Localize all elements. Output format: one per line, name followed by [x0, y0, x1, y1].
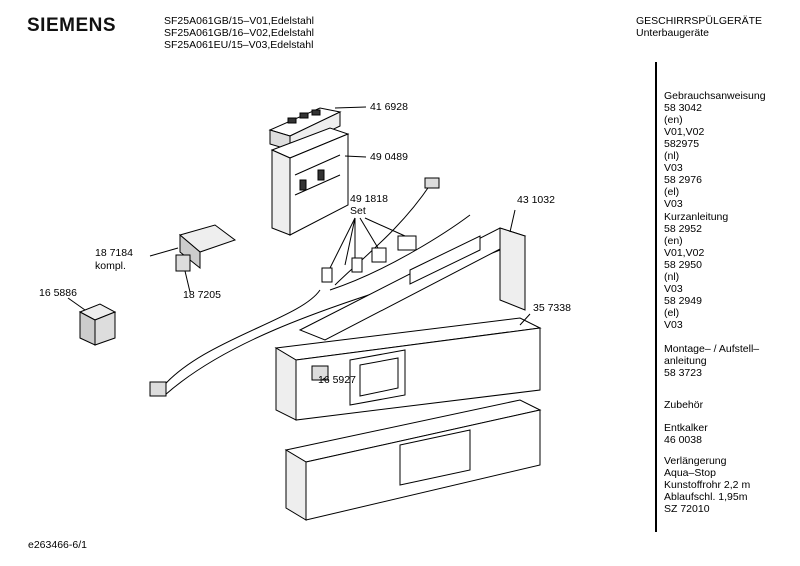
part-187205: [175, 254, 191, 293]
text-line: (nl): [664, 150, 680, 162]
text-line: V03: [664, 162, 683, 174]
text-line: Verlängerung: [664, 455, 727, 467]
text-line: 58 2976: [664, 174, 702, 186]
text-line: anleitung: [664, 355, 707, 367]
zubehoer-block: Zubehör: [664, 399, 703, 411]
label-491818: 49 1818: [350, 193, 388, 205]
divider-line: [655, 62, 657, 532]
model-1: SF25A061GB/15–V01,Edelstahl: [164, 15, 315, 27]
text-line: Gebrauchsanweisung: [664, 90, 766, 102]
label-187184: 18 7184: [95, 247, 133, 259]
model-3: SF25A061EU/15–V03,Edelstahl: [164, 39, 314, 51]
text-line: 58 2950: [664, 259, 702, 271]
part-490489: [270, 127, 367, 236]
part-357338: [274, 313, 542, 521]
part-431032: [298, 209, 527, 341]
text-line: (el): [664, 186, 680, 198]
text-line: (en): [664, 235, 683, 247]
text-line: V03: [664, 283, 683, 295]
text-line: Montage– / Aufstell–: [664, 343, 760, 355]
text-line: Ablaufschl. 1,95m: [664, 491, 748, 503]
text-line: Kurzanleitung: [664, 211, 729, 223]
text-line: V01,V02: [664, 247, 705, 259]
label-490489: 49 0489: [370, 151, 408, 163]
category-block: GESCHIRRSPÜLGERÄTE Unterbaugeräte: [636, 15, 762, 39]
text-line: (en): [664, 114, 683, 126]
footer-code: e263466-6/1: [28, 539, 87, 551]
part-187184: [149, 224, 237, 270]
text-line: V03: [664, 198, 683, 210]
text-line: Entkalker: [664, 422, 708, 434]
entkalker-block: Entkalker 46 0038: [664, 422, 708, 446]
text-line: 46 0038: [664, 434, 702, 446]
verlaengerung-block: Verlängerung Aqua–Stop Kunstoffrohr 2,2 …: [664, 455, 750, 515]
text-line: (nl): [664, 271, 680, 283]
label-357338: 35 7338: [533, 302, 571, 314]
subcategory: Unterbaugeräte: [636, 27, 709, 39]
model-list: SF25A061GB/15–V01,Edelstahl SF25A061GB/1…: [164, 15, 314, 51]
siemens-logo: SIEMENS: [27, 15, 117, 36]
kurzanleitung-block: Kurzanleitung 58 2952 (en) V01,V02 58 29…: [664, 211, 728, 331]
text-line: Kunstoffrohr 2,2 m: [664, 479, 751, 491]
text-line: SZ 72010: [664, 503, 710, 515]
text-line: 58 2949: [664, 295, 702, 307]
label-set: Set: [350, 205, 366, 217]
part-165927: [311, 365, 329, 381]
model-2: SF25A061GB/16–V02,Edelstahl: [164, 27, 315, 39]
exploded-view-drawing: [67, 106, 542, 521]
text-line: V03: [664, 319, 683, 331]
text-line: Aqua–Stop: [664, 467, 716, 479]
text-line: V01,V02: [664, 126, 705, 138]
label-431032: 43 1032: [517, 194, 555, 206]
text-line: Zubehör: [664, 399, 704, 411]
text-line: 58 3042: [664, 102, 702, 114]
category: GESCHIRRSPÜLGERÄTE: [636, 15, 763, 27]
text-line: (el): [664, 307, 680, 319]
text-line: 58 2952: [664, 223, 702, 235]
label-416928: 41 6928: [370, 101, 408, 113]
part-165886: [67, 297, 117, 346]
text-line: 582975: [664, 138, 700, 150]
label-165927: 16 5927: [318, 374, 356, 386]
gebrauchsanweisung-block: Gebrauchsanweisung 58 3042 (en) V01,V02 …: [664, 90, 766, 210]
text-line: 58 3723: [664, 367, 702, 379]
label-165886: 16 5886: [39, 287, 77, 299]
label-187205: 18 7205: [183, 289, 221, 301]
montage-block: Montage– / Aufstell– anleitung 58 3723: [664, 343, 759, 379]
label-kompl: kompl.: [95, 260, 126, 272]
